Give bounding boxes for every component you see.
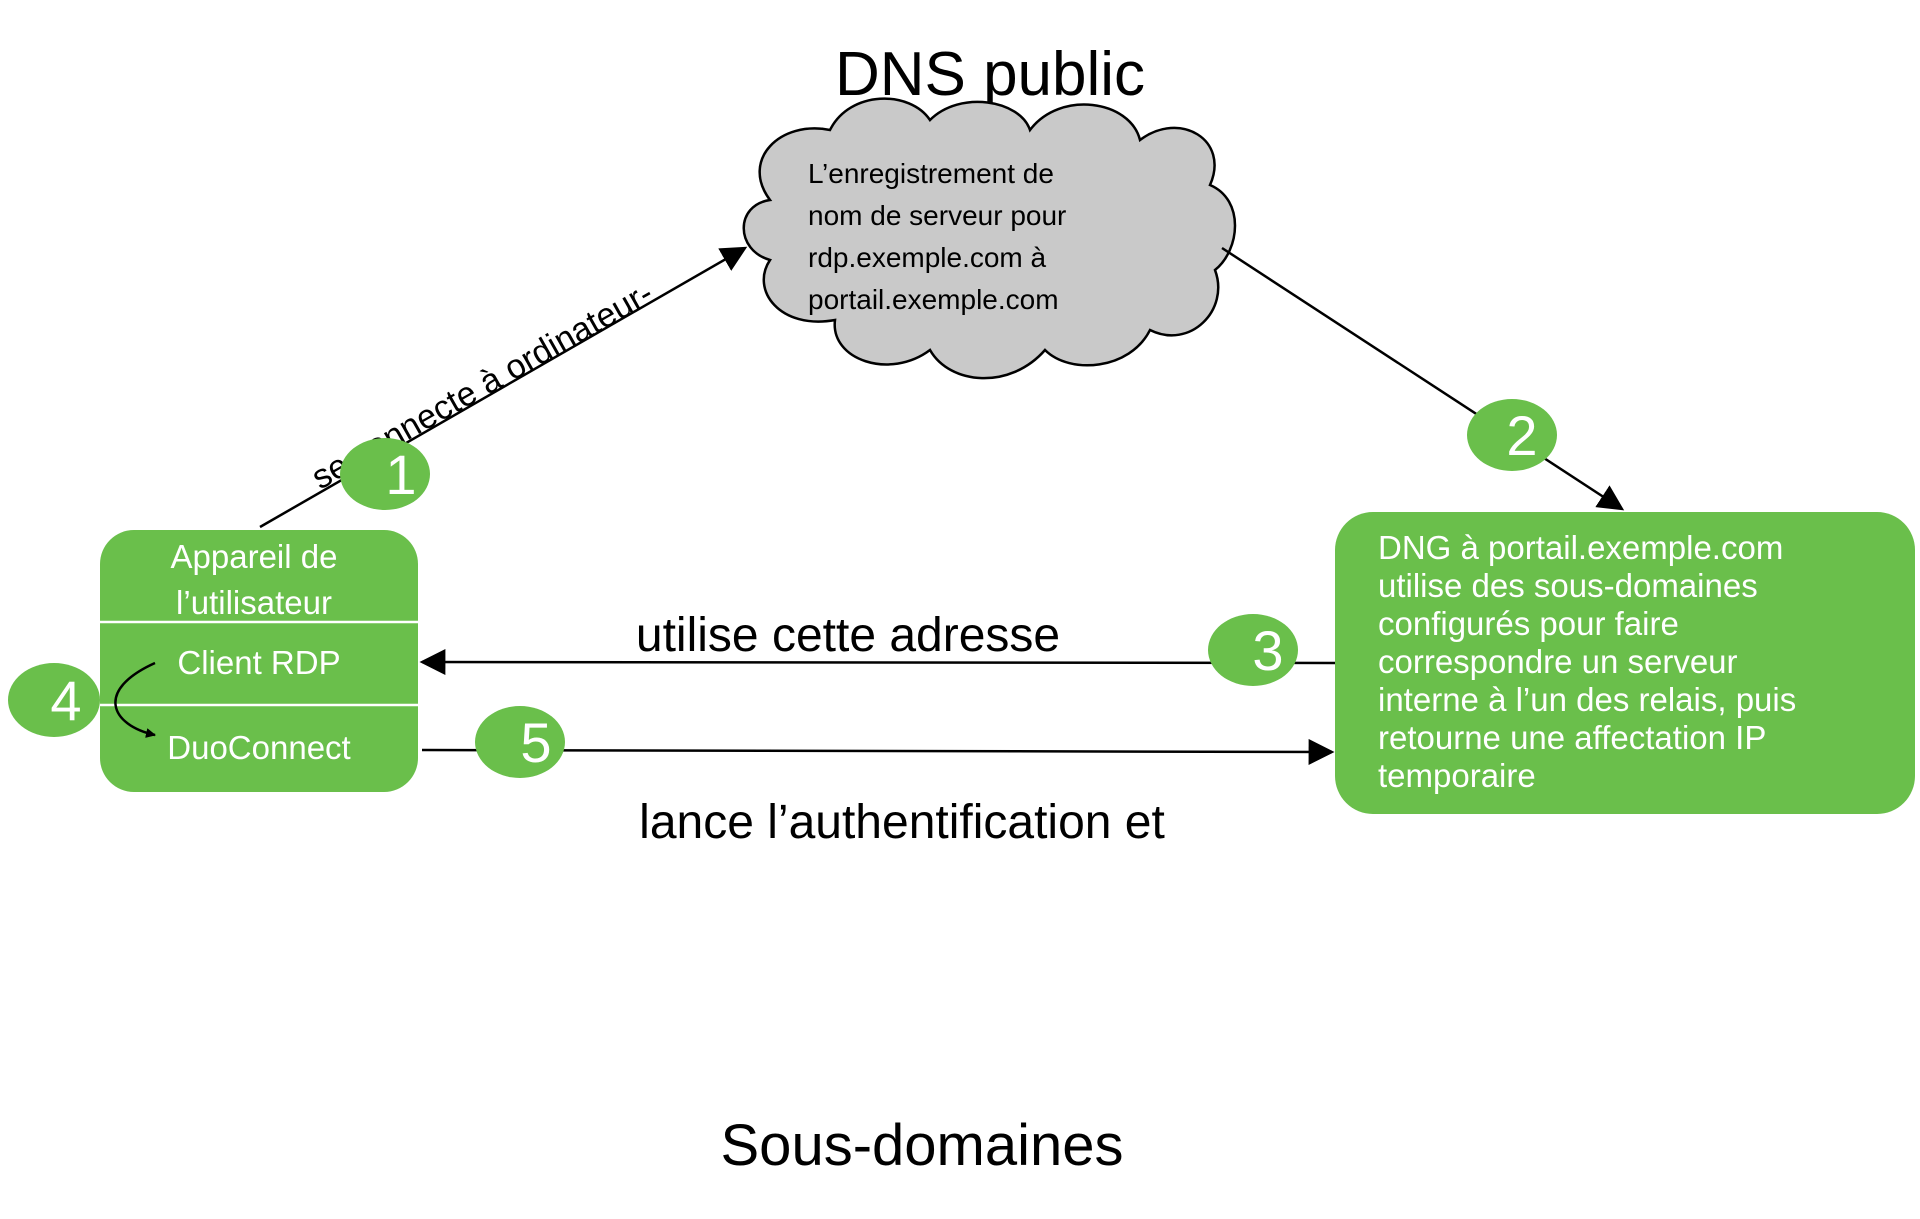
step-number-4: 4: [50, 669, 81, 732]
step-number-5: 5: [520, 711, 551, 774]
cloud-line-4: portail.exemple.com: [808, 284, 1059, 315]
step-badge-5: 5: [475, 706, 565, 778]
label-step5: lance l’authentification et: [639, 796, 1165, 849]
step-badge-2: 2: [1467, 399, 1557, 471]
footer-label: Sous-domaines: [721, 1113, 1124, 1178]
cloud-line-3: rdp.exemple.com à: [808, 242, 1047, 273]
device-header-line-1: Appareil de: [171, 538, 338, 575]
dng-line-7: temporaire: [1378, 757, 1536, 794]
dns-cloud: L’enregistrement de nom de serveur pour …: [742, 97, 1237, 380]
arrow-step4: [114, 661, 156, 738]
dng-line-2: utilise des sous-domaines: [1378, 567, 1758, 604]
step-number-1: 1: [385, 443, 416, 506]
duoconnect-label: DuoConnect: [167, 729, 350, 766]
step-badge-3: 3: [1208, 614, 1298, 686]
dng-line-5: interne à l’un des relais, puis: [1378, 681, 1796, 718]
device-header-line-2: l’utilisateur: [176, 584, 332, 621]
step-number-3: 3: [1252, 619, 1283, 682]
dng-line-4: correspondre un serveur: [1378, 643, 1738, 680]
cloud-line-1: L’enregistrement de: [808, 158, 1054, 189]
arrow-step2: [1221, 246, 1625, 511]
label-step3: utilise cette adresse: [636, 609, 1060, 662]
step-number-2: 2: [1506, 404, 1537, 467]
step-badge-4: 4: [8, 663, 100, 737]
dng-line-6: retourne une affectation IP: [1378, 719, 1766, 756]
user-device-box: Appareil de l’utilisateur Client RDP Duo…: [100, 530, 418, 792]
arrow-step3: [419, 649, 1336, 676]
dng-line-3: configurés pour faire: [1378, 605, 1679, 642]
step-badge-1: 1: [340, 438, 430, 510]
arrow-step5: [421, 738, 1335, 765]
dng-box: DNG à portail.exemple.com utilise des so…: [1335, 512, 1915, 814]
cloud-line-2: nom de serveur pour: [808, 200, 1066, 231]
client-rdp-label: Client RDP: [177, 644, 340, 681]
dng-line-1: DNG à portail.exemple.com: [1378, 529, 1783, 566]
